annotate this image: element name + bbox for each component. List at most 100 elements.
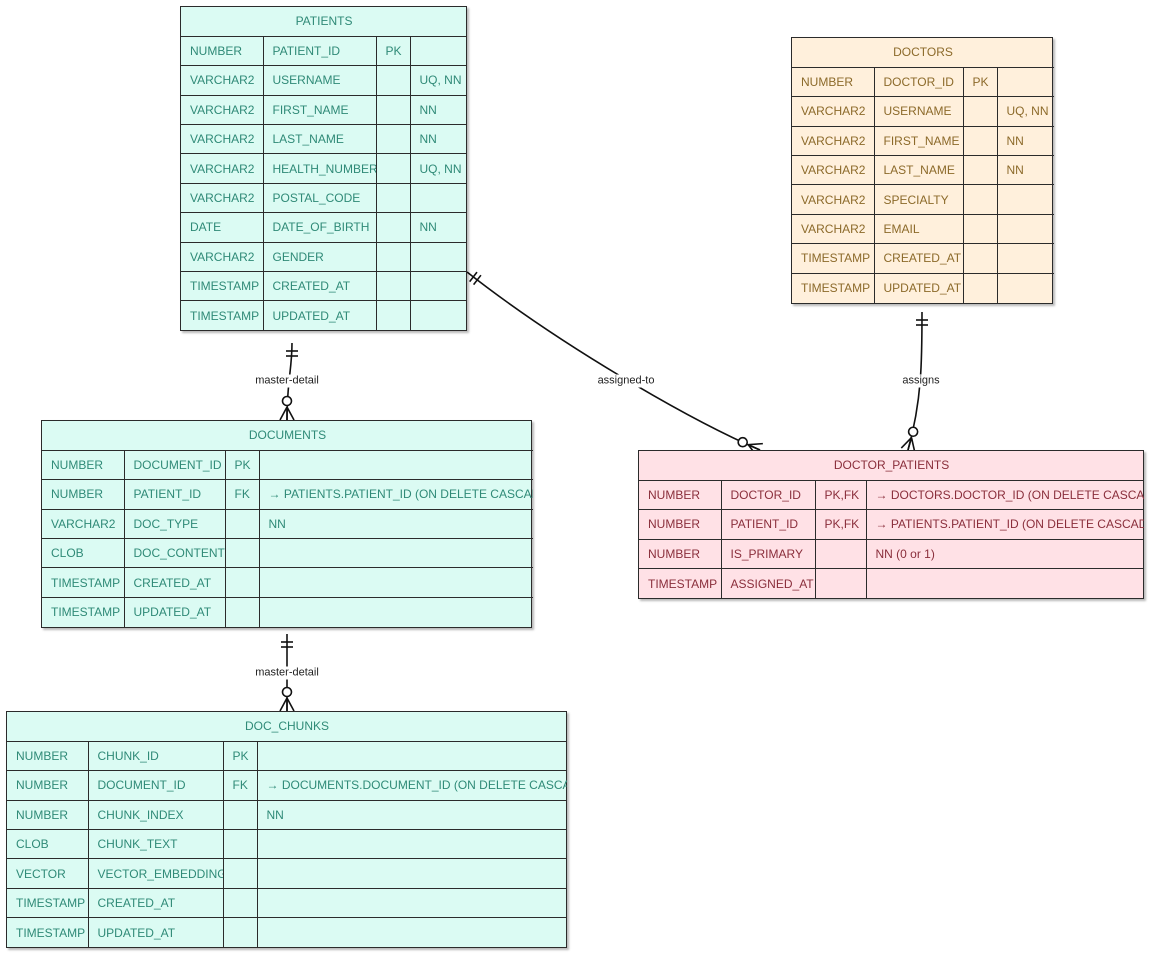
column-key-cell: [222, 829, 258, 860]
column-key-cell: PK: [224, 449, 260, 481]
column-name-cell: UPDATED_AT: [262, 300, 377, 331]
many-cardinality-marker: [281, 395, 293, 407]
column-key-cell: [222, 887, 258, 919]
relationship-label-doctors-doctor-patients: assigns: [901, 374, 941, 388]
column-type-cell: NUMBER: [639, 509, 722, 540]
entity-title: DOCTOR_PATIENTS: [639, 451, 1145, 481]
column-type-cell: NUMBER: [639, 538, 722, 570]
column-key-cell: [375, 94, 411, 126]
column-type-cell: VARCHAR2: [792, 184, 875, 215]
column-type-cell: VARCHAR2: [42, 508, 125, 540]
column-constraint-cell: → PATIENTS.PATIENT_ID (ON DELETE CASCADE…: [865, 509, 1145, 540]
column-key-cell: PK: [962, 66, 998, 98]
column-type-cell: VARCHAR2: [181, 241, 264, 273]
column-name-cell: VECTOR_EMBEDDING: [87, 858, 224, 889]
column-type-cell: TIMESTAMP: [181, 300, 264, 331]
column-name-cell: LAST_NAME: [262, 124, 377, 155]
column-constraint-cell: [256, 858, 568, 889]
column-name-cell: FIRST_NAME: [262, 94, 377, 126]
column-type-cell: VARCHAR2: [792, 125, 875, 157]
many-cardinality-marker: [900, 436, 913, 449]
many-cardinality-marker: [747, 443, 761, 451]
column-name-cell: USERNAME: [262, 65, 377, 96]
column-key-cell: [222, 858, 258, 889]
column-type-cell: CLOB: [42, 538, 125, 569]
column-constraint-cell: NN: [409, 94, 468, 126]
relationship-label-patients-documents: master-detail: [254, 374, 320, 388]
column-key-cell: [375, 212, 411, 243]
column-constraint-cell: UQ, NN: [409, 153, 468, 184]
column-constraint-cell: → DOCUMENTS.DOCUMENT_ID (ON DELETE CASCA…: [256, 770, 568, 801]
many-cardinality-marker: [279, 697, 288, 712]
many-cardinality-marker: [748, 442, 763, 446]
many-cardinality-marker: [907, 437, 913, 451]
column-constraint-cell: NN: [409, 124, 468, 155]
column-key-cell: [375, 124, 411, 155]
column-constraint-cell: [996, 243, 1055, 274]
column-constraint-cell: [996, 66, 1055, 98]
column-key-cell: [962, 243, 998, 274]
column-key-cell: [375, 271, 411, 302]
column-constraint-cell: [258, 538, 534, 569]
entity-title: DOCTORS: [792, 38, 1055, 68]
column-type-cell: VARCHAR2: [181, 65, 264, 96]
column-type-cell: TIMESTAMP: [181, 271, 264, 302]
column-constraint-cell: [258, 567, 534, 598]
column-key-cell: [375, 153, 411, 184]
column-type-cell: NUMBER: [7, 799, 89, 831]
column-name-cell: UPDATED_AT: [87, 917, 224, 948]
entity-title: DOC_CHUNKS: [7, 712, 568, 742]
column-type-cell: NUMBER: [639, 479, 722, 511]
column-constraint-cell: NN (0 or 1): [865, 538, 1145, 570]
many-cardinality-marker: [286, 406, 295, 421]
column-key-cell: [224, 538, 260, 569]
column-name-cell: DOCUMENT_ID: [123, 449, 226, 481]
column-type-cell: TIMESTAMP: [7, 917, 89, 948]
column-key-cell: [814, 538, 867, 570]
column-name-cell: PATIENT_ID: [123, 479, 226, 510]
column-name-cell: CREATED_AT: [873, 243, 964, 274]
many-cardinality-marker: [286, 697, 295, 712]
